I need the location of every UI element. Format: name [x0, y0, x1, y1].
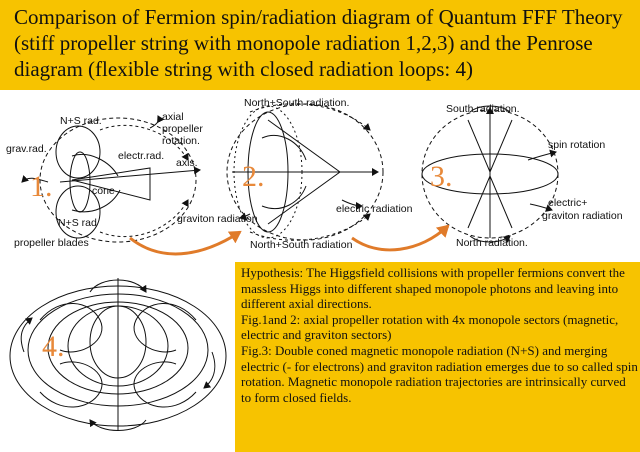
- fig4-twisted-loop: [39, 303, 103, 353]
- fig1-cone: [71, 167, 151, 201]
- fig1-label-propeller: propeller: [162, 123, 203, 135]
- fig1-bottom-loop: [55, 185, 101, 239]
- fig1-label-propeller-blades: propeller blades: [14, 237, 89, 249]
- fig3-label-spin-rotation: spin rotation: [548, 139, 605, 151]
- fig4-twisted-loop: [133, 361, 197, 408]
- fig1-label-grav-rad: grav.rad.: [6, 143, 47, 155]
- fig1-grav-arrow: [21, 174, 49, 183]
- hypothesis-paragraph: Hypothesis: The Higgsfield collisions wi…: [241, 265, 625, 312]
- fig4-loop-ring: [67, 305, 169, 387]
- figure-3: [421, 105, 559, 243]
- fig3-upper-cone: [467, 119, 513, 174]
- fig1-number: 1.: [30, 170, 53, 203]
- fig3-south-loop: [469, 105, 511, 113]
- fig1-label-ns-rad-bottom: N+S rad: [58, 217, 97, 229]
- title-band: Comparison of Fermion spin/radiation dia…: [0, 0, 640, 90]
- fig1-propeller-blade: [71, 189, 121, 213]
- fig2-propeller-blade: [261, 185, 307, 209]
- fig3-label-electric: electric+: [548, 197, 587, 209]
- fig4-twisted-loop: [133, 303, 197, 353]
- fig1-flow-line: [99, 199, 189, 238]
- fig3-label-south-radiation: South radiation.: [446, 103, 520, 115]
- fig1-propeller-blade: [71, 154, 119, 177]
- fig3-number: 3.: [430, 160, 453, 193]
- hypothesis-box: Hypothesis: The Higgsfield collisions wi…: [235, 262, 640, 452]
- arrow-fig2-to-fig3: [351, 224, 450, 252]
- fig2-outer-sphere: [226, 103, 384, 241]
- fig2-cone: [267, 119, 341, 225]
- fig2-meridian: [233, 105, 303, 239]
- fig1-label-cone: cone: [92, 185, 115, 197]
- fig3-outer-sphere: [421, 109, 559, 239]
- fig2-flow-line: [249, 103, 371, 131]
- fig1-label-rotation: rotation.: [162, 135, 200, 147]
- fig1-label-axial: axial: [162, 111, 184, 123]
- fig1-label-axis: axis.: [176, 157, 198, 169]
- fig1-flow-line: [99, 124, 189, 161]
- fig4-number: 4.: [42, 330, 65, 363]
- fig3-label-north-radiation: North radiation.: [456, 237, 528, 249]
- fig3-spin-rotation-arrow: [527, 149, 557, 161]
- hypothesis-paragraph: Fig.1and 2: axial propeller rotation wit…: [241, 311, 619, 343]
- fig2-label-north-south-bottom: North+South radiation: [250, 239, 353, 251]
- fig2-graviton-arrow: [239, 212, 251, 221]
- fig2-meridian: [247, 111, 289, 233]
- fig1-label-electr-rad: electr.rad.: [118, 150, 164, 162]
- fig2-flow-line: [249, 213, 371, 241]
- fig3-label-graviton-radiation: graviton radiation: [542, 210, 623, 222]
- fig4-loop-ring: [47, 301, 189, 395]
- fig2-number: 2.: [242, 160, 265, 193]
- fig1-propeller-ring: [69, 151, 91, 213]
- fig1-label-ns-rad-top: N+S rad.: [60, 115, 102, 127]
- figure-4: [9, 278, 227, 431]
- fig3-equator: [421, 153, 559, 195]
- fig2-label-north-south-top: North+South radiation.: [244, 97, 349, 109]
- fig2-label-graviton-radiation: graviton radiation: [177, 213, 258, 225]
- fig1-axis: [59, 166, 201, 183]
- fig2-propeller-blade: [261, 135, 307, 161]
- fig3-lower-cone: [467, 174, 513, 229]
- fig3-electric-graviton-arrow: [529, 203, 553, 212]
- fig4-field-line: [20, 317, 33, 353]
- fig3-north-loop: [469, 235, 511, 243]
- fig4-outer-torus: [9, 285, 227, 427]
- fig4-inner-hole: [89, 305, 147, 379]
- fig4-loop-ring: [27, 293, 209, 407]
- fig4-field-line: [203, 351, 216, 389]
- fig1-axial-rotation-arrow: [149, 115, 165, 129]
- fig2-label-electric-radiation: electric radiation: [336, 203, 413, 215]
- fig4-field-line: [89, 279, 147, 293]
- fig4-twisted-loop: [39, 361, 103, 408]
- hypothesis-text: Hypothesis: The Higgsfield collisions wi…: [241, 265, 639, 405]
- hypothesis-paragraph: Fig.3: Double coned magnetic monopole ra…: [241, 342, 638, 405]
- fig1-top-loop: [55, 125, 101, 179]
- page-title: Comparison of Fermion spin/radiation dia…: [14, 5, 623, 81]
- figure-2: [226, 103, 384, 241]
- fig2-electric-arrow: [341, 199, 363, 210]
- fig1-outer-lobe: [39, 117, 197, 243]
- fig4-field-line: [89, 419, 147, 431]
- arrow-fig1-to-fig2: [129, 230, 242, 256]
- figure-1: [21, 115, 201, 243]
